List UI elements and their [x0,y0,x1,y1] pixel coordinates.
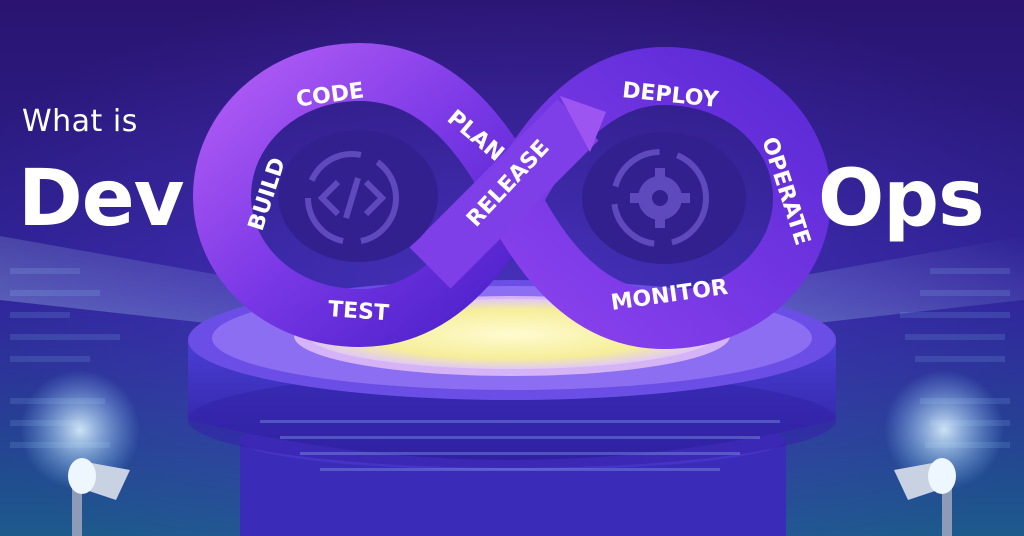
heading-word-ops: Ops [818,154,985,244]
code-brackets-icon [305,151,399,245]
spotlight-right-icon [884,370,1004,536]
gear-icon [611,149,709,247]
infinity-loop [193,43,831,349]
heading-word-dev: Dev [18,154,184,244]
stage-label-test: TEST [327,297,389,326]
spotlight-left-icon [20,370,140,536]
heading-prefix: What is [22,104,138,139]
